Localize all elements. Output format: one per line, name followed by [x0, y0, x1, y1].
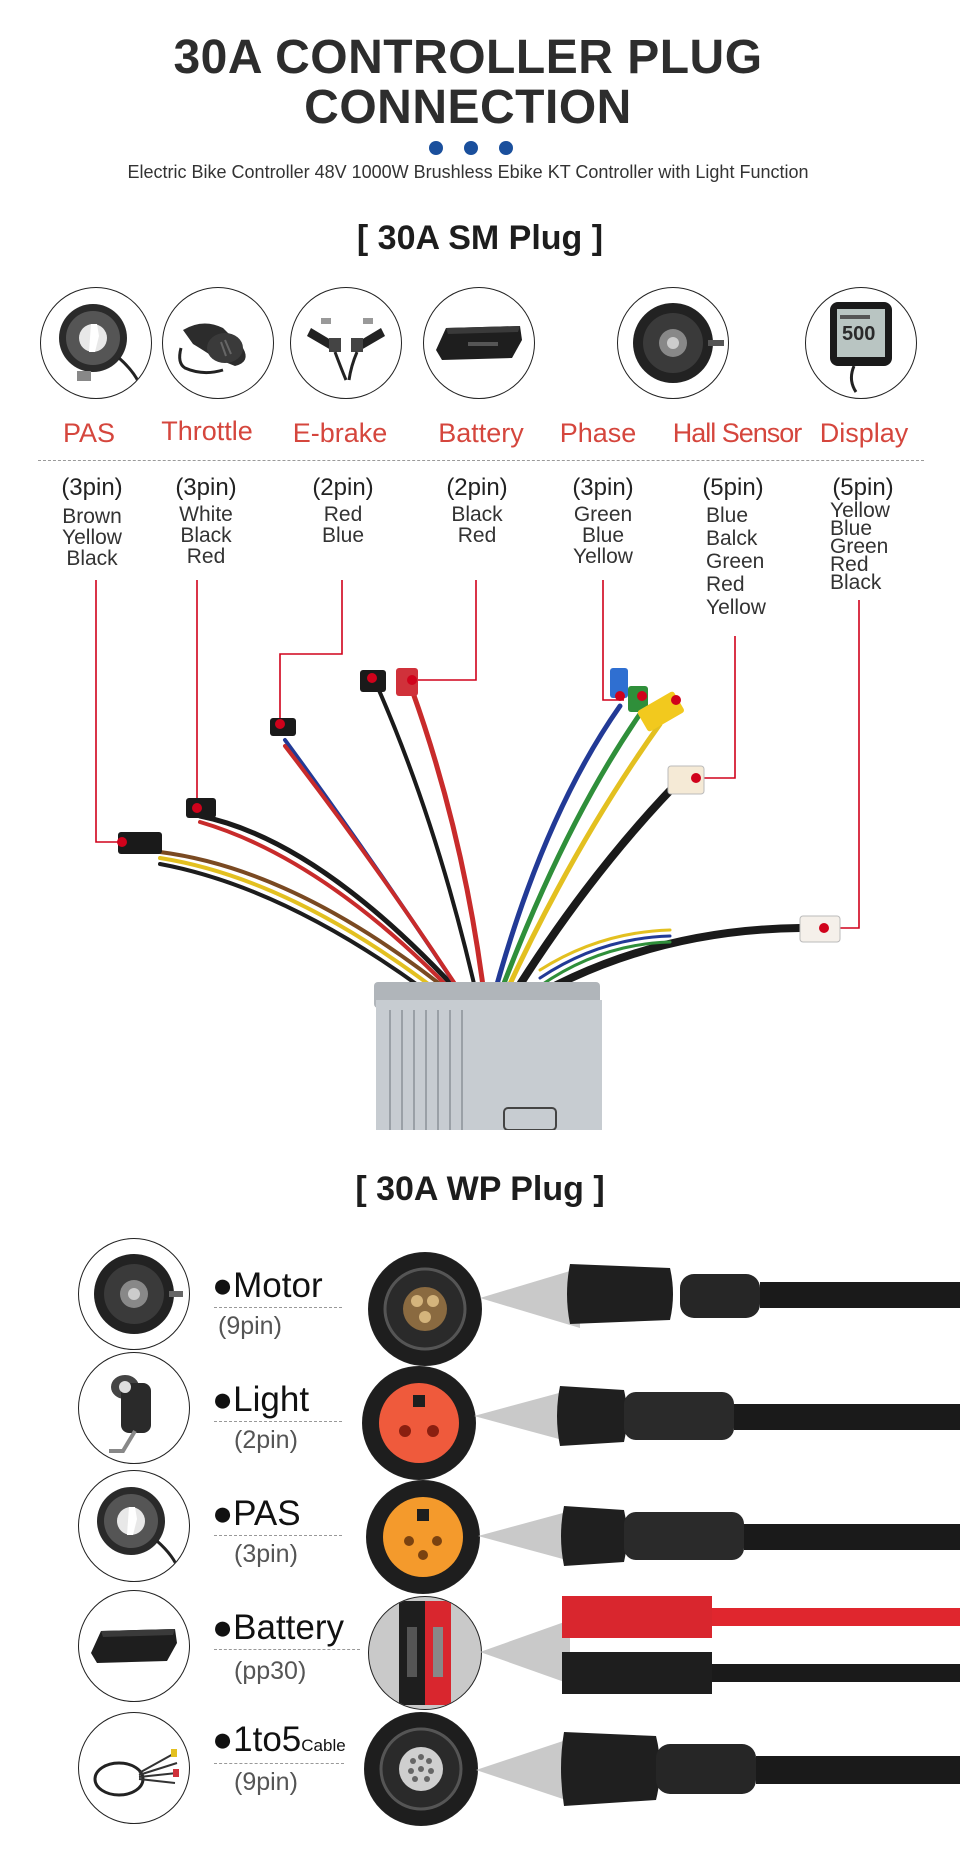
controller-wiring-diagram — [95, 580, 860, 1130]
plug-label-display: Display — [819, 418, 909, 448]
wire-color: Black — [451, 503, 503, 526]
page-title-line2: CONNECTION — [304, 81, 632, 134]
wire-color: White — [179, 503, 233, 526]
pin-count-phase: (3pin) — [572, 474, 634, 501]
battery-connector-face-icon — [368, 1596, 482, 1710]
wire-colors-throttle: White Black Red — [161, 504, 251, 567]
wp-row-light-pins: (2pin) — [234, 1426, 298, 1454]
wire-color: Blue — [321, 524, 365, 547]
wire-color: Black — [830, 571, 882, 594]
lcd-display-icon: 500 — [805, 287, 917, 399]
brake-lever-icon — [290, 287, 402, 399]
wp-label-sub: Cable — [301, 1736, 346, 1755]
wp-label-text: Motor — [233, 1266, 323, 1305]
wp-label-divider — [214, 1307, 342, 1308]
page-subtitle: Electric Bike Controller 48V 1000W Brush… — [127, 162, 809, 182]
wire-color: Balck — [706, 527, 758, 550]
wp-row-pas-label: ●PAS — [212, 1494, 301, 1533]
battery-cable-icon — [480, 1596, 960, 1694]
label-divider — [38, 460, 924, 461]
decorative-dot — [464, 141, 478, 155]
light-cable-icon — [474, 1386, 960, 1446]
wire-color: Red — [706, 573, 745, 596]
light-connector-face-icon — [362, 1366, 476, 1480]
wire-color: Brown — [62, 505, 122, 528]
wire-color: Black — [66, 547, 118, 570]
headlight-icon — [78, 1352, 190, 1464]
plug-label-ebrake: E-brake — [292, 418, 388, 448]
battery-pack-icon — [423, 287, 535, 399]
wire-color: Red — [186, 545, 226, 568]
pin-count-pas: (3pin) — [61, 474, 123, 501]
wire-colors-battery: Black Red — [432, 504, 522, 546]
pin-count-battery: (2pin) — [446, 474, 508, 501]
decorative-dot — [499, 141, 513, 155]
wire-color: Green — [830, 535, 889, 558]
wp-label-divider — [214, 1421, 342, 1422]
pin-count-display: (5pin) — [832, 474, 894, 501]
1to5-cable-icon — [476, 1732, 960, 1806]
battery-pack-icon — [78, 1590, 190, 1702]
pin-count-throttle: (3pin) — [175, 474, 237, 501]
wp-row-1to5-pins: (9pin) — [234, 1768, 298, 1796]
1to5-connector-face-icon — [364, 1712, 478, 1826]
plug-label-phase: Phase — [559, 418, 637, 448]
wire-color: Red — [457, 524, 497, 547]
wire-color: Blue — [830, 517, 873, 540]
wp-plug-section-title: [ 30A WP Plug ] — [355, 1170, 605, 1208]
wire-colors-pas: Brown Yellow Black — [46, 506, 138, 569]
pas-cable-icon — [478, 1506, 960, 1566]
wp-label-text: Battery — [233, 1608, 345, 1647]
motor-connector-face-icon — [368, 1252, 482, 1366]
wire-colors-display: Yellow Blue Green Red Black — [830, 499, 920, 594]
wp-label-text: PAS — [233, 1494, 301, 1533]
plug-label-hall-sensor: Hall Sensor — [672, 418, 803, 448]
wp-label-text: Light — [233, 1380, 310, 1419]
hub-motor-icon — [617, 287, 729, 399]
wp-label-divider — [214, 1763, 344, 1764]
pin-count-ebrake: (2pin) — [312, 474, 374, 501]
wire-color: Black — [180, 524, 232, 547]
pas-sensor-icon — [78, 1470, 190, 1582]
wp-row-battery-label: ●Battery — [212, 1608, 345, 1647]
wire-color: Blue — [706, 504, 749, 527]
wire-color: Green — [573, 503, 633, 526]
wp-row-light-label: ●Light — [212, 1380, 310, 1419]
svg-text:500: 500 — [842, 323, 875, 345]
wire-color: Green — [706, 550, 765, 573]
split-cable-icon — [78, 1712, 190, 1824]
wire-color: Red — [830, 553, 869, 576]
page-title-line1: 30A CONTROLLER PLUG — [173, 31, 763, 84]
sm-plug-section-title: [ 30A SM Plug ] — [356, 219, 604, 257]
wp-label-divider — [214, 1535, 342, 1536]
decorative-dot — [429, 141, 443, 155]
hub-motor-icon — [78, 1238, 190, 1350]
wp-label-text: 1to5 — [233, 1720, 302, 1759]
wire-colors-hall-sensor: Blue Balck Green Red Yellow — [688, 504, 792, 619]
wire-color: Yellow — [573, 545, 633, 568]
wire-color: Red — [323, 503, 363, 526]
wp-label-divider — [214, 1649, 360, 1650]
wire-color: Yellow — [706, 596, 766, 619]
pas-sensor-icon — [40, 287, 152, 399]
pin-count-hall-sensor: (5pin) — [702, 474, 764, 501]
pas-connector-face-icon — [366, 1480, 480, 1594]
wire-color: Yellow — [830, 499, 890, 522]
wp-row-motor-pins: (9pin) — [218, 1312, 282, 1340]
wp-row-1to5-label: ●1to5Cable — [212, 1720, 346, 1759]
wire-color: Yellow — [62, 526, 122, 549]
throttle-icon — [162, 287, 274, 399]
wp-row-pas-pins: (3pin) — [234, 1540, 298, 1568]
wire-colors-phase: Green Blue Yellow — [556, 504, 650, 567]
plug-label-battery: Battery — [438, 418, 524, 448]
wire-colors-ebrake: Red Blue — [298, 504, 388, 546]
wire-color: Blue — [581, 524, 625, 547]
title-dots — [429, 141, 534, 160]
motor-cable-icon — [480, 1264, 960, 1328]
plug-label-pas: PAS — [62, 418, 116, 448]
plug-label-throttle: Throttle — [161, 416, 253, 446]
wp-row-battery-pins: (pp30) — [234, 1657, 307, 1685]
wp-row-motor-label: ●Motor — [212, 1266, 323, 1305]
